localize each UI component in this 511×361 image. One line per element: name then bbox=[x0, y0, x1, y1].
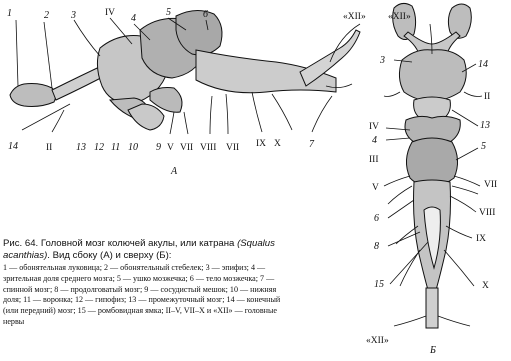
label-7: 7 bbox=[309, 140, 314, 150]
b-label-xii-bottom: «XII» bbox=[366, 336, 389, 346]
b-label-13: 13 bbox=[480, 121, 490, 131]
nerve-v bbox=[170, 112, 174, 134]
b-olfactory-bulb-right bbox=[448, 4, 471, 38]
b-nerve-ii-right bbox=[464, 92, 482, 97]
b-nerve-ix-right bbox=[446, 226, 472, 238]
b-label-ii: II bbox=[484, 92, 490, 102]
b-label-x: X bbox=[482, 281, 489, 291]
nerve-vii bbox=[184, 112, 188, 134]
b-nerve-vii-right bbox=[452, 186, 478, 194]
b-label-15: 15 bbox=[374, 280, 384, 290]
nerve-x bbox=[272, 94, 292, 130]
b-nerve-vii-left bbox=[388, 186, 412, 204]
b-nerve-viii-right bbox=[450, 196, 476, 212]
nerve-ii bbox=[52, 110, 64, 132]
b-label-vii: VII bbox=[484, 180, 497, 190]
b-label-6: 6 bbox=[374, 214, 379, 224]
label-10: 10 bbox=[128, 143, 138, 153]
figure-caption: Рис. 64. Головной мозг колючей акулы, ил… bbox=[3, 238, 283, 328]
b-nerve-ii-left bbox=[384, 92, 400, 97]
label-3: 3 bbox=[71, 11, 76, 21]
label-11: 11 bbox=[111, 143, 120, 153]
label-ix: IX bbox=[256, 139, 266, 149]
b-nerve-x-right bbox=[444, 250, 474, 286]
label-vii: VII bbox=[180, 143, 193, 153]
label-13: 13 bbox=[76, 143, 86, 153]
b-label-3: 3 bbox=[380, 56, 385, 66]
panel-label-a: А bbox=[171, 166, 177, 177]
leader-1 bbox=[16, 20, 18, 86]
label-6: 6 bbox=[203, 10, 208, 20]
vascular-sac bbox=[128, 104, 164, 130]
label-4: 4 bbox=[131, 14, 136, 24]
b-leader-6 bbox=[388, 200, 414, 218]
leader-7 bbox=[312, 96, 332, 132]
caption-title-suffix: . Вид сбоку (А) и сверху (Б): bbox=[47, 250, 171, 261]
label-ii: II bbox=[46, 143, 52, 153]
label-vii-b: VII bbox=[226, 143, 239, 153]
leader-2 bbox=[44, 22, 52, 88]
b-nerve-v-left bbox=[384, 176, 410, 186]
caption-title: Рис. 64. Головной мозг колючей акулы, ил… bbox=[3, 238, 283, 261]
b-label-14: 14 bbox=[478, 60, 488, 70]
b-cerebellum bbox=[406, 138, 457, 186]
nerve-viii bbox=[210, 96, 212, 134]
label-5: 5 bbox=[166, 8, 171, 18]
label-xii-a: «XII» bbox=[343, 12, 366, 22]
b-label-xii-top: «XII» bbox=[388, 12, 411, 22]
b-label-iv: IV bbox=[369, 122, 379, 132]
label-14: 14 bbox=[8, 142, 18, 152]
b-diencephalon bbox=[414, 97, 451, 118]
leader-14 bbox=[22, 104, 70, 130]
label-9: 9 bbox=[156, 143, 161, 153]
b-spinal-cord bbox=[426, 288, 438, 328]
b-nerve-x-left bbox=[400, 250, 420, 286]
label-x: X bbox=[274, 139, 281, 149]
caption-title-prefix: Рис. 64. Головной мозг колючей акулы, ил… bbox=[3, 238, 234, 249]
olfactory-bulb bbox=[10, 84, 56, 107]
b-forebrain bbox=[399, 50, 466, 101]
label-v: V bbox=[167, 143, 174, 153]
label-iv: IV bbox=[105, 8, 115, 18]
nerve-vii-b bbox=[226, 94, 228, 134]
panel-label-b: Б bbox=[430, 345, 436, 356]
b-label-5: 5 bbox=[481, 142, 486, 152]
b-label-viii: VIII bbox=[479, 208, 495, 218]
b-nerve-xii-right bbox=[438, 316, 470, 326]
b-leader-5 bbox=[456, 148, 478, 160]
b-label-ix: IX bbox=[476, 234, 486, 244]
leader-3 bbox=[74, 20, 100, 56]
b-nerve-v-right bbox=[454, 176, 480, 186]
b-label-iii: III bbox=[369, 155, 379, 165]
b-label-v: V bbox=[372, 183, 379, 193]
label-1: 1 bbox=[7, 9, 12, 19]
b-label-8: 8 bbox=[374, 242, 379, 252]
caption-legend: 1 — обонятельная луковица; 2 — обонятель… bbox=[3, 263, 283, 328]
b-leader-8 bbox=[388, 232, 420, 246]
label-12: 12 bbox=[94, 143, 104, 153]
b-leader-4 bbox=[386, 138, 410, 140]
label-2: 2 bbox=[44, 11, 49, 21]
nerve-ix bbox=[252, 92, 262, 132]
b-label-4: 4 bbox=[372, 136, 377, 146]
label-viii: VIII bbox=[200, 143, 216, 153]
b-nerve-xii-left bbox=[394, 316, 426, 326]
